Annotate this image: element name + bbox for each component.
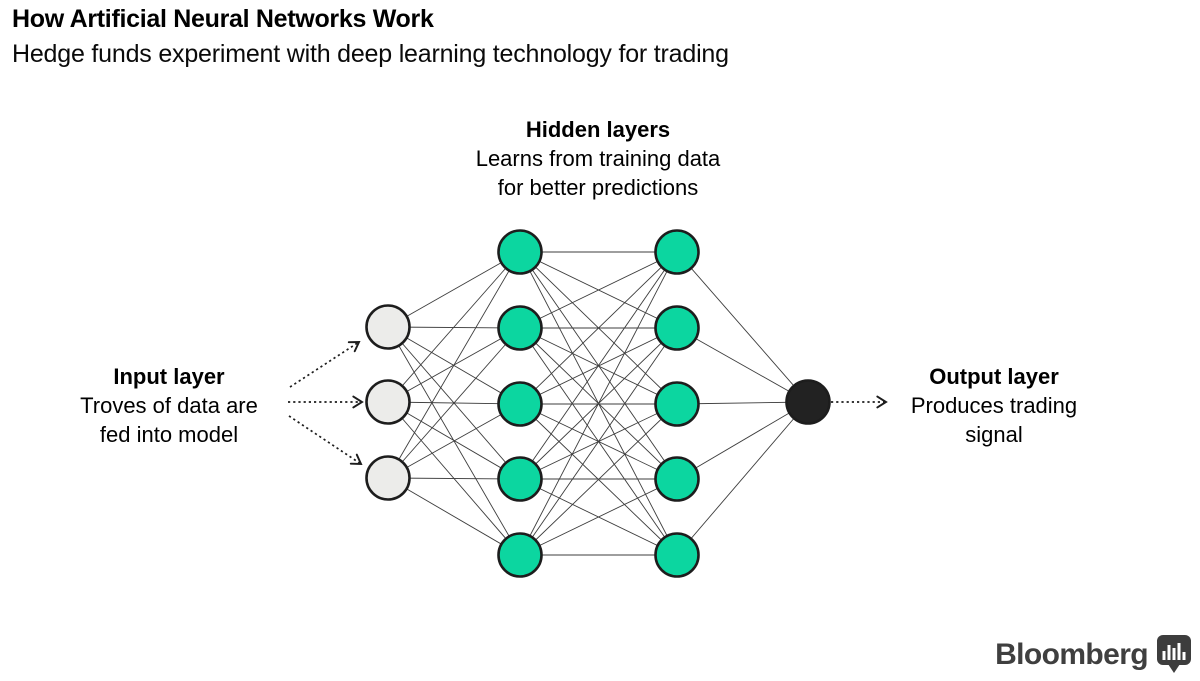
- hidden2-node-1: [654, 229, 700, 275]
- link-input-hidden1: [387, 251, 521, 479]
- link-hidden1-hidden2: [519, 251, 678, 329]
- link-hidden2-output: [676, 401, 809, 556]
- link-input-hidden1: [387, 251, 521, 403]
- input-node-3: [365, 455, 411, 501]
- hidden2-node-2: [654, 305, 700, 351]
- hidden1-node-1: [497, 229, 543, 275]
- link-hidden1-hidden2: [519, 251, 678, 405]
- link-input-hidden1: [387, 403, 521, 479]
- hidden-layers-label-line1: Learns from training data: [475, 146, 721, 171]
- input-node-1: [365, 304, 411, 350]
- output-layer-label-title: Output layer: [929, 364, 1059, 389]
- input-layer-label-line1: Troves of data are: [80, 393, 258, 418]
- hidden1-node-4: [497, 456, 543, 502]
- link-input-hidden1: [387, 327, 521, 479]
- input-layer-label: Input layer Troves of data are fed into …: [44, 362, 294, 449]
- chart-title: How Artificial Neural Networks Work: [12, 5, 434, 33]
- hidden2-node-5: [654, 532, 700, 578]
- link-hidden1-hidden2: [519, 251, 678, 480]
- hidden-layers-label: Hidden layers Learns from training data …: [438, 115, 758, 202]
- input-arrow-top: [289, 340, 361, 388]
- link-hidden2-output: [676, 327, 809, 403]
- hidden-layers-label-title: Hidden layers: [525, 117, 671, 142]
- input-layer-label-line2: fed into model: [99, 422, 239, 447]
- link-hidden1-hidden2: [519, 403, 678, 556]
- hidden-layers-label-line2: for better predictions: [497, 175, 699, 200]
- bar-chart-speech-bubble-icon: [1157, 635, 1191, 673]
- input-node-2: [365, 379, 411, 425]
- hidden2-node-3: [654, 381, 700, 427]
- link-input-hidden1: [387, 477, 521, 556]
- hidden1-node-3: [497, 381, 543, 427]
- link-hidden1-hidden2: [519, 327, 678, 556]
- link-input-hidden1: [387, 251, 521, 328]
- link-hidden1-hidden2: [519, 251, 678, 556]
- bloomberg-logo: Bloomberg: [995, 634, 1192, 675]
- link-hidden2-output: [676, 401, 809, 480]
- link-hidden1-hidden2: [519, 478, 678, 556]
- input-layer-label-title: Input layer: [113, 364, 225, 389]
- hidden1-node-2: [497, 305, 543, 351]
- output-layer-label-line2: signal: [965, 422, 1023, 447]
- hidden1-node-5: [497, 532, 543, 578]
- output-layer-label: Output layer Produces trading signal: [869, 362, 1119, 449]
- hidden2-node-4: [654, 456, 700, 502]
- bloomberg-wordmark: Bloomberg: [995, 637, 1149, 671]
- link-hidden2-output: [676, 251, 809, 403]
- chart-subtitle: Hedge funds experiment with deep learnin…: [12, 40, 729, 68]
- output-node-1: [785, 379, 831, 425]
- output-layer-label-line1: Produces trading: [910, 393, 1078, 418]
- input-arrow-bottom: [288, 415, 363, 466]
